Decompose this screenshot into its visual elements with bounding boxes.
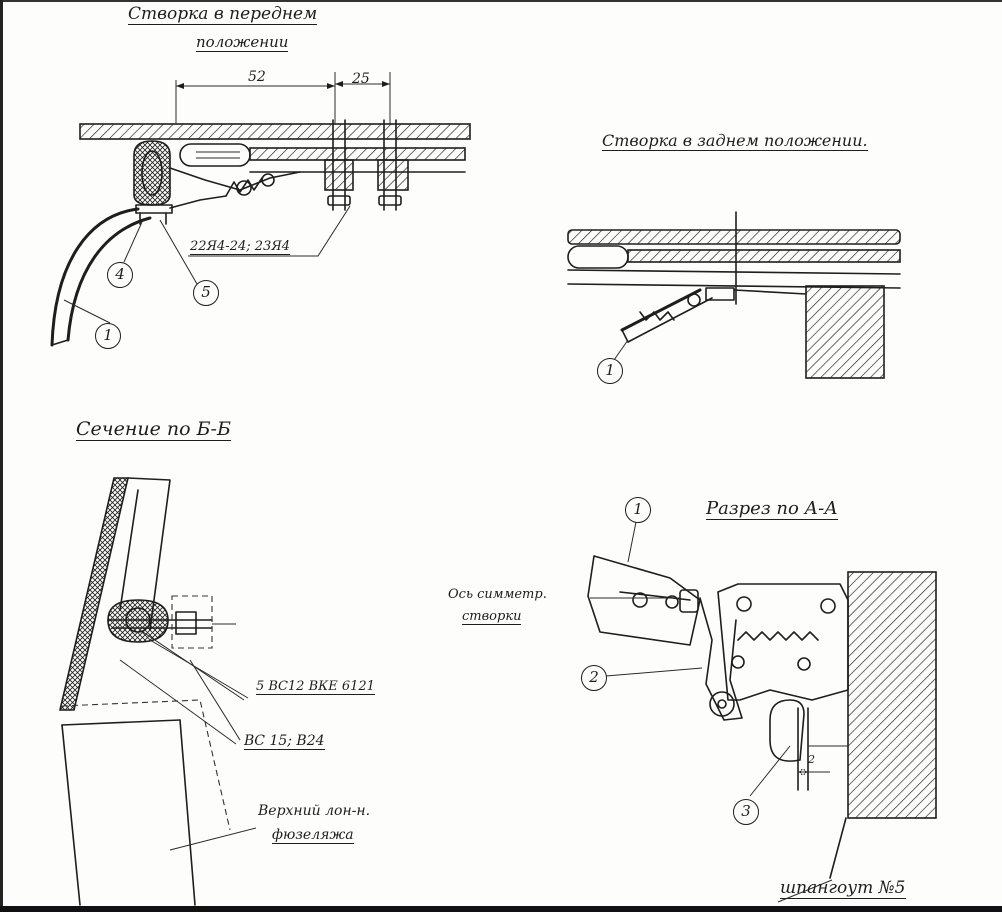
item-3: 3 (733, 799, 759, 825)
frame-left (0, 0, 3, 912)
title-rear: Створка в заднем положении. (602, 131, 868, 151)
item-2: 2 (581, 665, 607, 691)
title-section-b: Сечение по Б-Б (76, 418, 231, 441)
view-section-b (58, 477, 257, 906)
callout-axis-1: Ось симметр. (448, 587, 547, 602)
callout-axis-2: створки (462, 609, 522, 625)
dimension-52: 52 (248, 69, 266, 85)
callout-upper-line-1: Верхний лон-н. (258, 803, 371, 819)
frame-bottom (0, 906, 1002, 912)
callout-frame-5: шпангоут №5 (780, 878, 906, 899)
item-1-section-a: 1 (625, 497, 651, 523)
view-section-a (587, 521, 937, 903)
callout-bolt-a: 5 ВС12 ВКЕ 6121 (256, 679, 375, 695)
title-front-line1: Створка в переднем (128, 4, 318, 25)
item-1-front: 1 (95, 323, 121, 349)
callout-front-hardware: 22Я4-24; 23Я4 (190, 239, 291, 255)
dimension-2: 2 (808, 753, 815, 766)
callout-bolt-b: ВС 15; В24 (244, 733, 325, 750)
title-front-line2: положении (196, 33, 289, 52)
callout-upper-line-2: фюзеляжа (272, 827, 354, 844)
frame-top (0, 0, 1002, 2)
dimension-25: 25 (352, 71, 370, 87)
title-section-a: Разрез по А-А (706, 498, 838, 520)
item-5: 5 (193, 280, 219, 306)
item-4: 4 (107, 262, 133, 288)
view-front-position (50, 72, 471, 347)
front-skin-plate (79, 123, 471, 140)
view-rear-position (567, 211, 901, 379)
item-1-rear: 1 (597, 358, 623, 384)
